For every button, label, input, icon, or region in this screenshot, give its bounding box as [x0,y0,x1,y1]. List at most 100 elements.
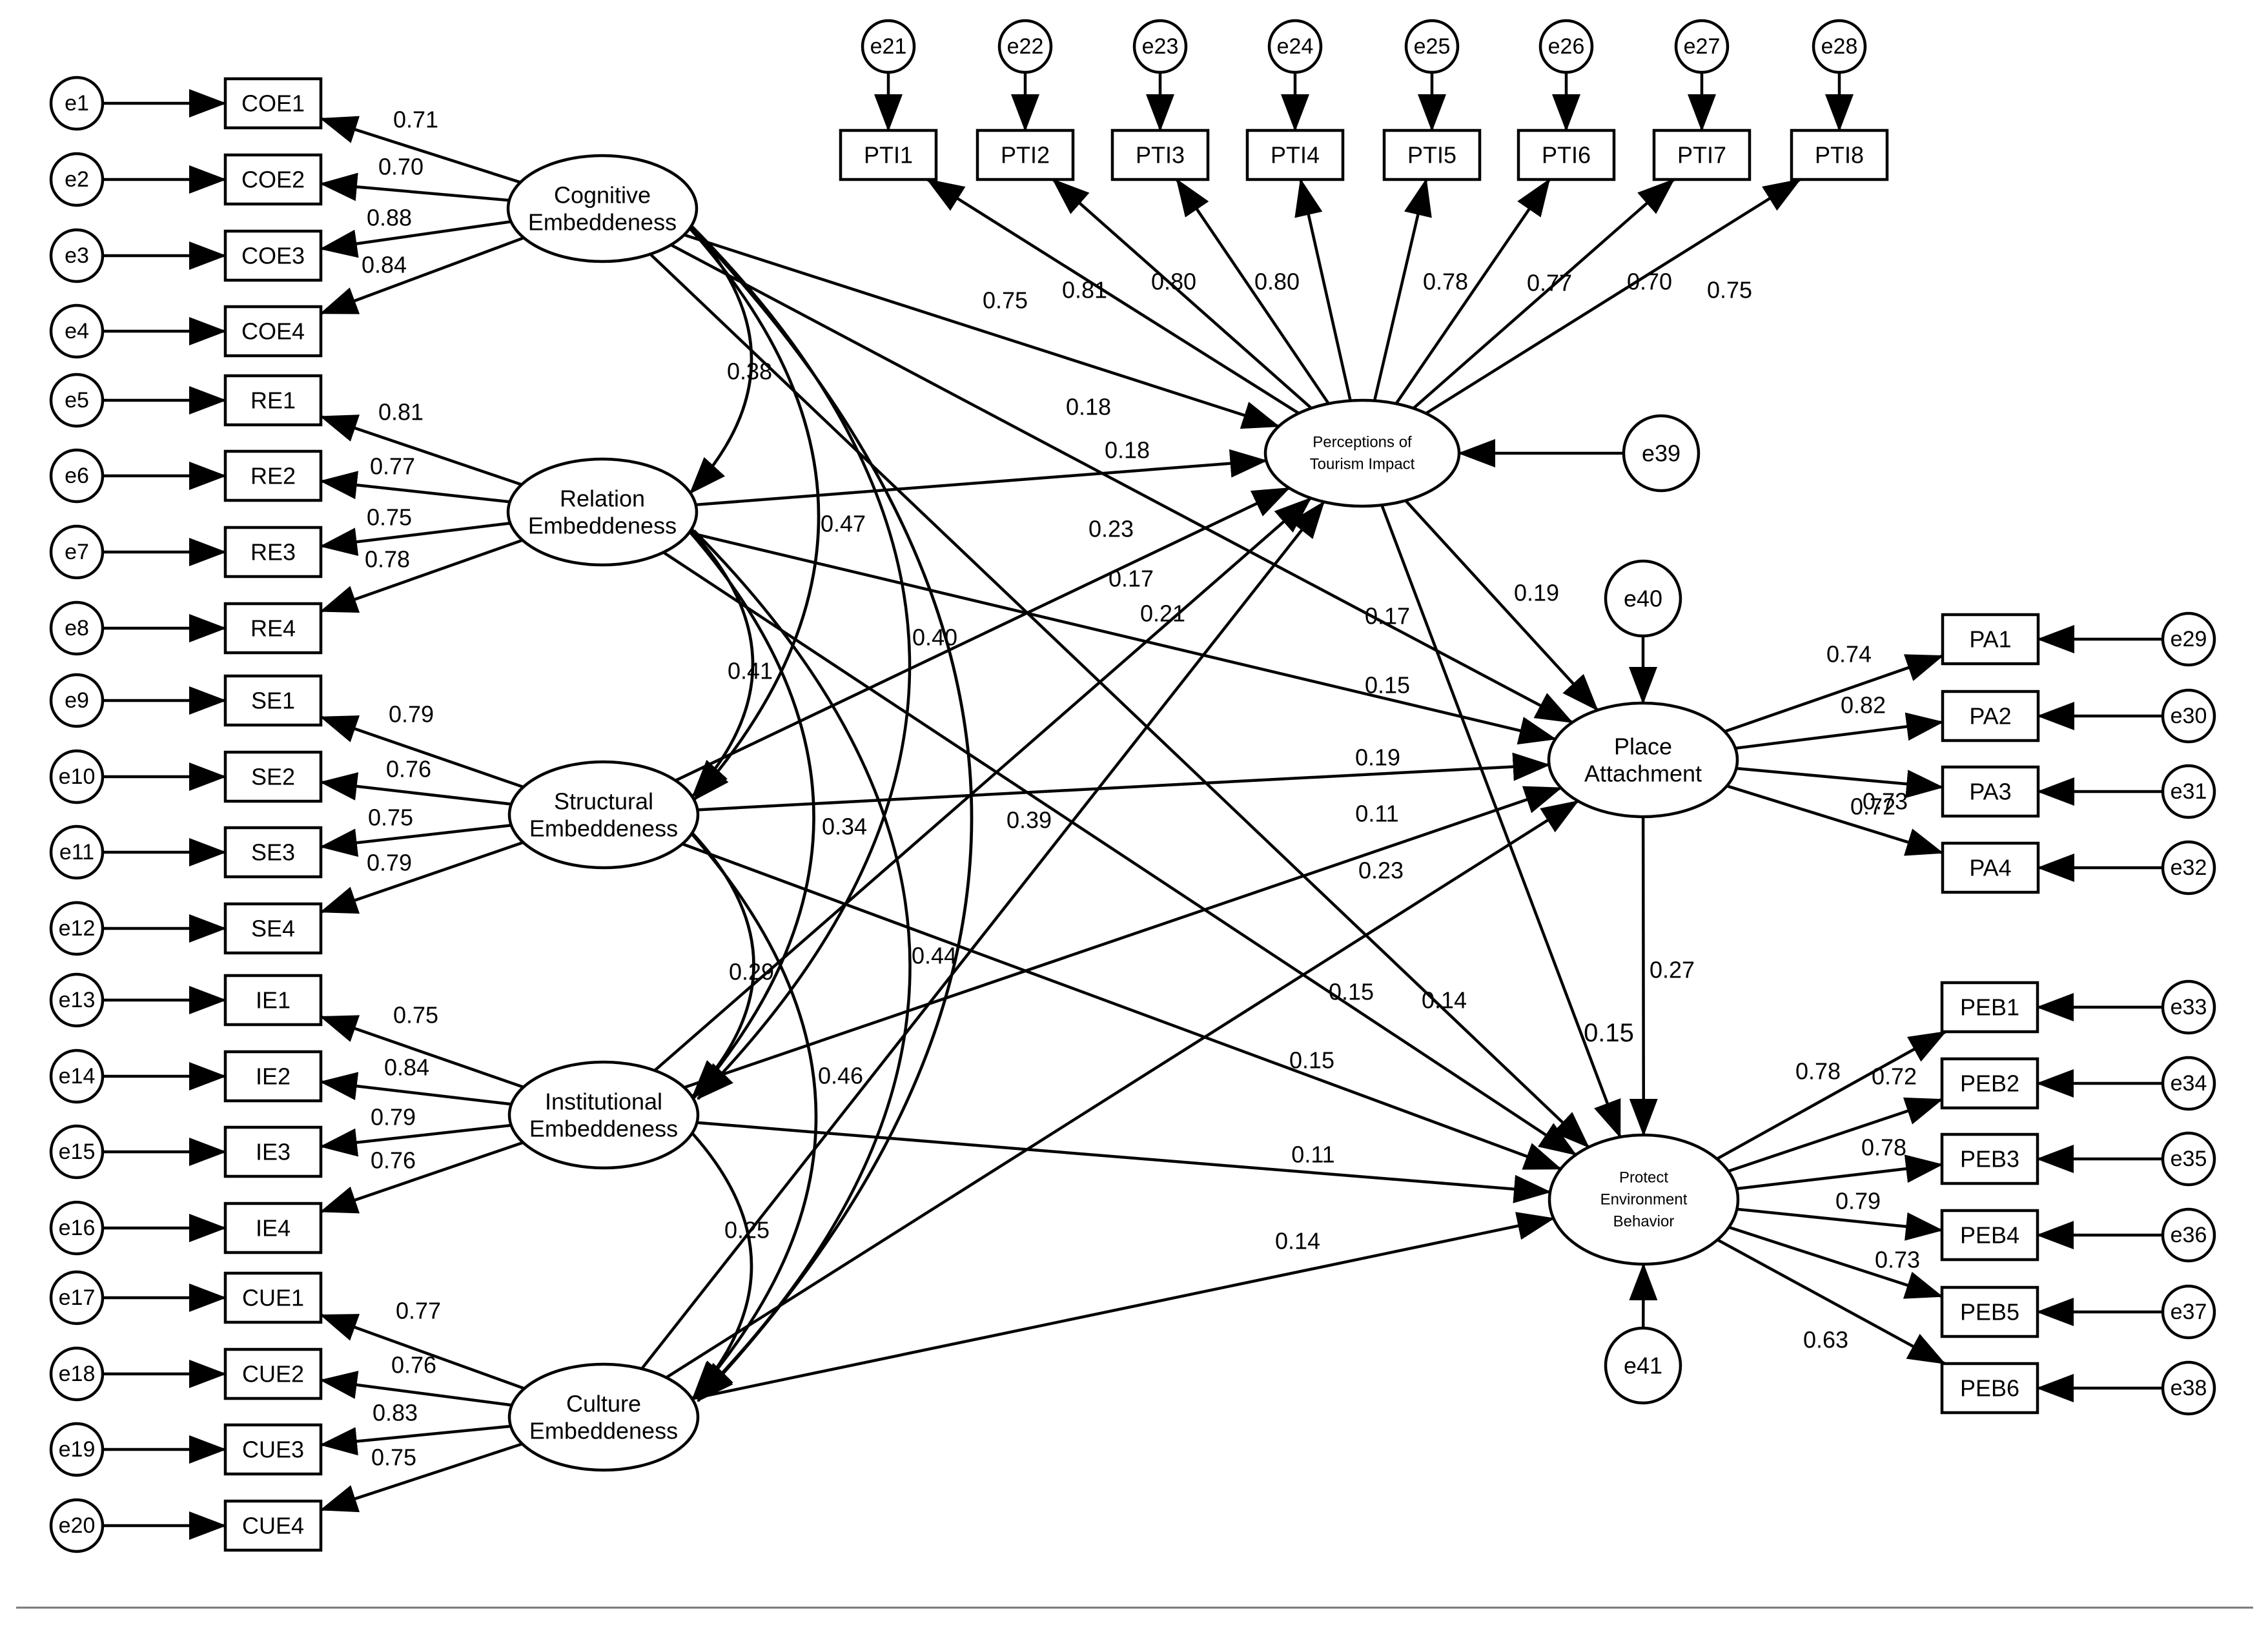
indicator-label: CUE4 [242,1513,304,1539]
indicator-box [1940,1362,2039,1415]
error-e2: e2 [49,152,105,207]
indicator-box [1940,1209,2039,1262]
error-e9: e9 [49,673,105,728]
indicator-box [223,1202,323,1254]
error-e10: e10 [49,749,105,804]
loading-arrow-peb4 [1737,1207,1943,1241]
loading-label-cue3: 0.83 [373,1400,418,1426]
indicator-label: COE4 [241,318,305,345]
error-e23: e23 [1132,19,1188,74]
error-circle [1812,19,1867,74]
path-arrow-se-to-peb [682,842,1562,1171]
indicator-pti2: PTI2 [976,128,1075,181]
path-arrow-re-to-pti [695,449,1268,507]
indicator-pti4: PTI4 [1245,128,1345,181]
path-arrow-pti-to-pa [1404,499,1599,711]
loading-arrow-coe4 [320,236,525,315]
path-coef-coe-to-peb: 0.14 [1422,987,1467,1014]
correlation-coef-coe-se: 0.47 [821,511,866,537]
loading-arrow-pa1 [1724,654,1944,733]
latent-label-line: Relation [560,486,645,512]
error-e20: e20 [49,1498,105,1553]
indicator-label: PTI4 [1271,142,1320,169]
error-circle [49,448,105,504]
indicator-peb6: PEB6 [1940,1362,2039,1415]
loading-arrow-peb6 [1717,1238,1946,1365]
error-e22: e22 [997,19,1053,74]
indicator-label: CUE1 [242,1285,304,1311]
error-label: e9 [65,688,89,713]
error-circle [49,152,105,207]
path-arrow-ie-to-pti [653,496,1312,1072]
correlation-coef-coe-cue: 0.39 [1006,807,1052,834]
path-coef-re-to-pti: 0.18 [1105,437,1150,464]
edges-layer [103,72,2163,1540]
path-arrow-re-to-pa [688,531,1557,745]
latent-label-line: Place [1614,733,1672,760]
loading-label-cue2: 0.76 [391,1352,436,1378]
path-arrow-coe-to-pti [683,233,1280,429]
loading-arrow-cue3 [320,1424,511,1456]
error-circle [49,1200,105,1256]
error-circle [49,972,105,1028]
latent-label-line: Embeddeness [528,513,677,539]
loading-label-cue4: 0.75 [371,1444,416,1471]
loading-arrow-cue4 [320,1442,523,1513]
path-coef-pti-to-peb: 0.15 [1584,1019,1634,1047]
correlation-coef-coe-ie: 0.40 [912,624,957,651]
error-label: e17 [59,1285,96,1310]
path-coef-pti-to-pa: 0.19 [1514,580,1559,606]
indicator-box [223,826,323,879]
error-circle [49,1498,105,1553]
correlation-curve-coe-se [654,190,821,801]
error-e38: e38 [2161,1360,2216,1416]
indicator-ie4: IE4 [223,1202,323,1254]
indicator-label: PTI3 [1136,142,1185,169]
error-e1: e1 [49,76,105,131]
error-label: e19 [59,1437,96,1462]
loading-arrow-cue2 [320,1371,513,1407]
error-label: e10 [59,764,96,789]
indicator-peb2: PEB2 [1940,1057,2039,1110]
loading-label-pti3: 0.80 [1151,269,1196,295]
indicator-label: IE2 [256,1063,291,1090]
coefficient-labels-layer: 0.710.700.880.840.810.770.750.780.790.76… [362,107,1920,1471]
error-label: e30 [2171,704,2207,728]
error-circle [1538,19,1594,74]
indicator-label: PEB1 [1960,994,2019,1021]
indicator-label: COE3 [241,243,305,269]
error-label: e37 [2171,1300,2207,1324]
indicator-peb5: PEB5 [1940,1285,2039,1338]
error-e37: e37 [2161,1284,2216,1340]
indicator-pti6: PTI6 [1517,128,1616,181]
indicator-cue4: CUE4 [223,1499,323,1552]
error-label: e14 [59,1064,96,1089]
loading-label-pti4: 0.80 [1254,269,1300,295]
indicator-pti3: PTI3 [1110,128,1210,181]
error-e18: e18 [49,1346,105,1402]
loading-arrow-pti4 [1294,178,1352,402]
loading-label-pti7: 0.70 [1627,269,1672,295]
disturbance-circle [1604,559,1682,638]
error-circle [49,1124,105,1180]
disturbance-label: e40 [1624,586,1662,612]
nodes-layer: COE1e1COE2e2COE3e3COE4e4RE1e5RE2e6RE3e7R… [49,19,2216,1553]
correlation-coef-re-se: 0.41 [728,658,773,684]
indicator-box [1941,690,2040,742]
error-e26: e26 [1538,19,1594,74]
loading-label-peb5: 0.73 [1875,1247,1920,1273]
path-arrow-pti-to-peb [1380,504,1622,1139]
indicator-cue1: CUE1 [223,1271,323,1324]
indicator-box [1110,128,1210,181]
loading-label-pti5: 0.78 [1423,269,1468,295]
indicator-peb4: PEB4 [1940,1209,2039,1262]
path-coef-ie-to-pti: 0.17 [1108,566,1154,592]
indicator-box [223,602,323,655]
path-coef-cue-to-pti: 0.21 [1140,600,1185,627]
error-label: e35 [2171,1147,2207,1171]
path-coef-ie-to-pa: 0.11 [1355,801,1398,827]
indicator-label: SE4 [251,916,295,942]
